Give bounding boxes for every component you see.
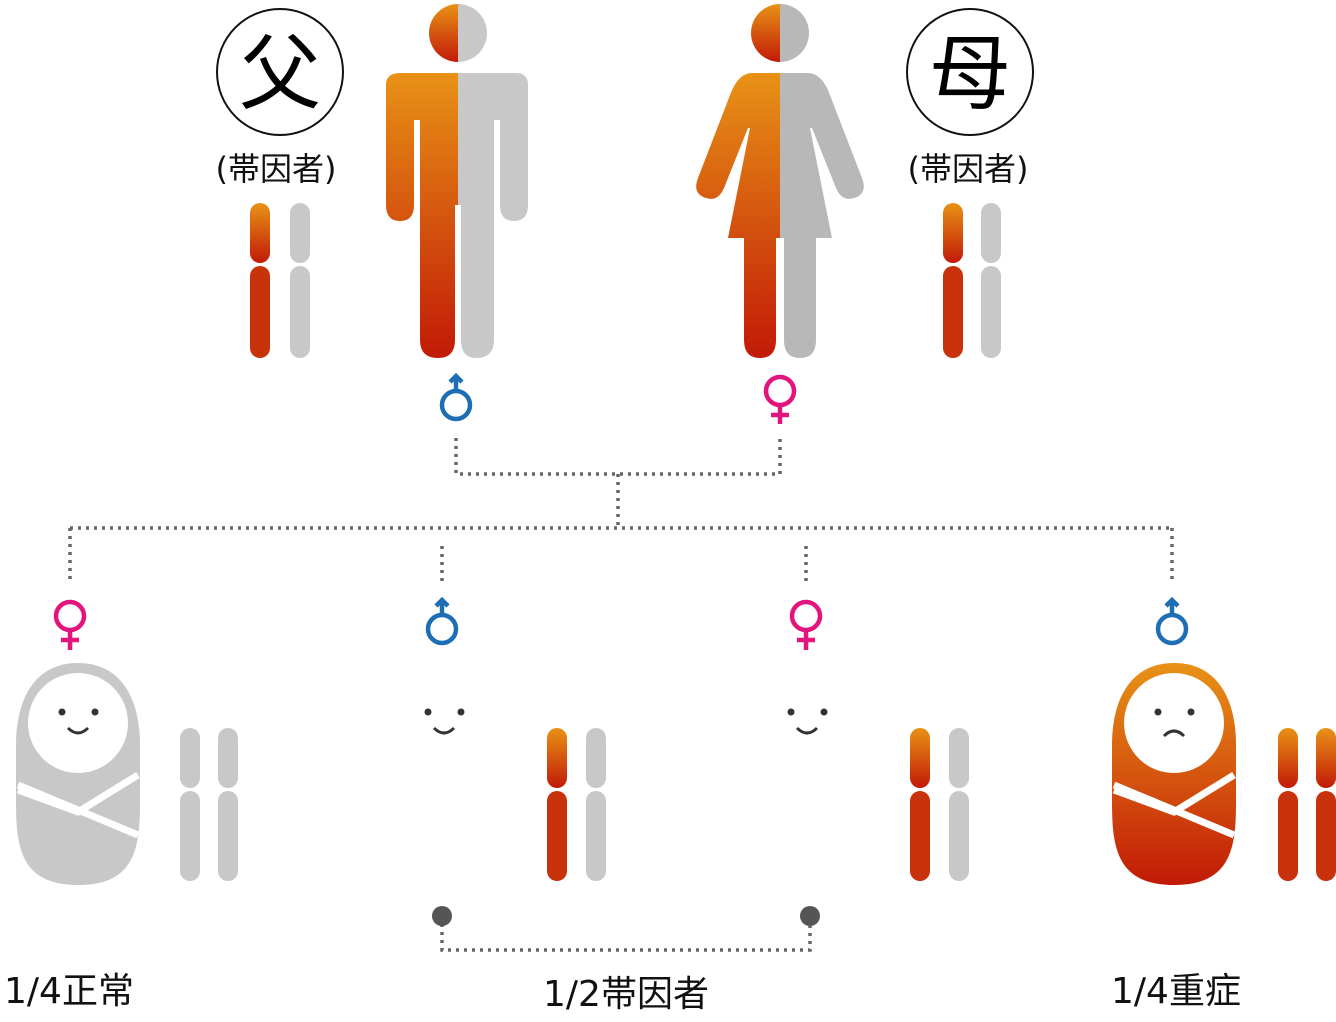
father-label (216, 8, 344, 136)
pedigree-connector-lines (68, 438, 1174, 583)
child1-chromosome-pair (180, 728, 238, 881)
child2-chromosome-pair (547, 728, 606, 881)
mother-status: (帯因者) (908, 150, 1029, 188)
mother-figure-icon (696, 4, 864, 358)
mother-label (906, 8, 1034, 136)
carrier-bracket (432, 906, 820, 952)
child4-chromosome-pair (1278, 728, 1336, 881)
child1-baby-icon (16, 663, 140, 885)
father-chromosome-pair (250, 203, 310, 358)
child1-female-symbol-icon (53, 599, 87, 650)
male-symbol-icon (439, 372, 473, 422)
child3-female-symbol-icon (789, 599, 823, 650)
result-normal-label: 1/4正常 (4, 971, 134, 1012)
child3-baby-icon (745, 673, 869, 839)
result-affected-label: 1/4重症 (1111, 971, 1241, 1012)
father-char: 父 (239, 27, 321, 122)
mother-chromosome-pair (943, 203, 1001, 358)
father-status: (帯因者) (216, 150, 337, 188)
child2-baby-icon (382, 673, 506, 839)
father-figure-icon (386, 4, 528, 358)
child3-chromosome-pair (910, 728, 969, 881)
child2-male-symbol-icon (425, 596, 459, 646)
child4-baby-icon (1112, 663, 1236, 885)
result-carrier-label: 1/2帯因者 (543, 974, 709, 1015)
child4-male-symbol-icon (1155, 596, 1189, 646)
female-symbol-icon (763, 374, 797, 424)
mother-char: 母 (929, 27, 1011, 122)
